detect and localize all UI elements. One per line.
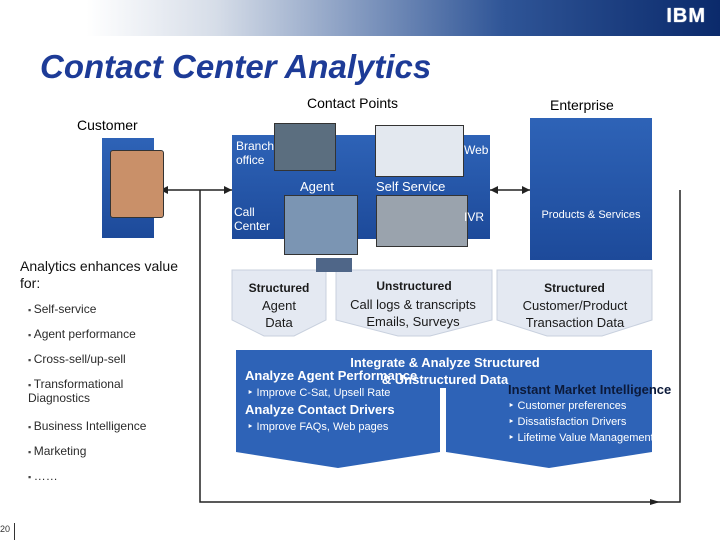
ivr-label: IVR [464, 210, 485, 224]
enterprise-label: Enterprise [550, 97, 614, 113]
list-item: Business Intelligence [28, 419, 193, 444]
list-item: …… [28, 469, 193, 494]
page-title: Contact Center Analytics [40, 48, 432, 85]
integrate-line1: Integrate & Analyze Structured [350, 355, 540, 370]
contact-drivers-title: Analyze Contact Drivers [245, 402, 395, 417]
agent-photo [284, 195, 358, 255]
call-center-label: Call Center [234, 205, 271, 233]
analytics-list: Self-service Agent performance Cross-sel… [28, 302, 193, 494]
ivr-photo [376, 195, 468, 247]
market-item: Customer preferences [508, 399, 627, 412]
list-item: Self-service [28, 302, 193, 327]
web-label: Web [464, 143, 489, 157]
market-item: Dissatisfaction Drivers [508, 415, 627, 428]
unstructured-header: Unstructured [376, 279, 452, 293]
market-item: Lifetime Value Management [508, 431, 654, 444]
agent-label: Agent [300, 179, 334, 194]
enterprise-panel: Products & Services [530, 118, 652, 260]
customer-panel [102, 138, 164, 238]
header-band [0, 0, 720, 36]
list-item: Agent performance [28, 327, 193, 352]
web-screenshot [375, 125, 464, 177]
contact-points-panel: Branch office Web Agent Self Service Cal… [232, 123, 490, 255]
page-number: 20 [0, 524, 11, 534]
page-number-divider [0, 523, 15, 540]
customer-photo [110, 150, 164, 218]
ibm-logo: IBM [666, 5, 706, 27]
contact-drivers-item: Improve FAQs, Web pages [247, 420, 389, 433]
structured-right-header: Structured [544, 281, 605, 295]
branch-photo [274, 123, 336, 171]
branch-office-label: Branch office [236, 139, 275, 167]
self-service-label: Self Service [376, 179, 446, 194]
integrate-line2: & Unstructured Data [381, 372, 509, 387]
list-item: Cross-sell/up-sell [28, 352, 193, 377]
list-item: Marketing [28, 444, 193, 469]
customer-label: Customer [77, 117, 138, 133]
unstructured-body: Call logs & transcripts Emails, Surveys [350, 297, 476, 329]
structured-left-header: Structured [248, 281, 310, 295]
analytics-intro: Analytics enhances value for: [20, 258, 178, 291]
products-services-label: Products & Services [541, 209, 641, 221]
contact-points-label: Contact Points [307, 95, 399, 111]
structured-right-body: Customer/Product Transaction Data [522, 298, 628, 330]
market-intelligence-title: Instant Market Intelligence [508, 382, 672, 397]
list-item: Transformational Diagnostics [28, 377, 148, 419]
agent-performance-item: Improve C-Sat, Upsell Rate [247, 386, 391, 399]
structured-left-body: Agent Data [262, 298, 296, 330]
agent-performance-title: Analyze Agent Performance [245, 368, 418, 383]
people-photo-strip [316, 258, 352, 272]
